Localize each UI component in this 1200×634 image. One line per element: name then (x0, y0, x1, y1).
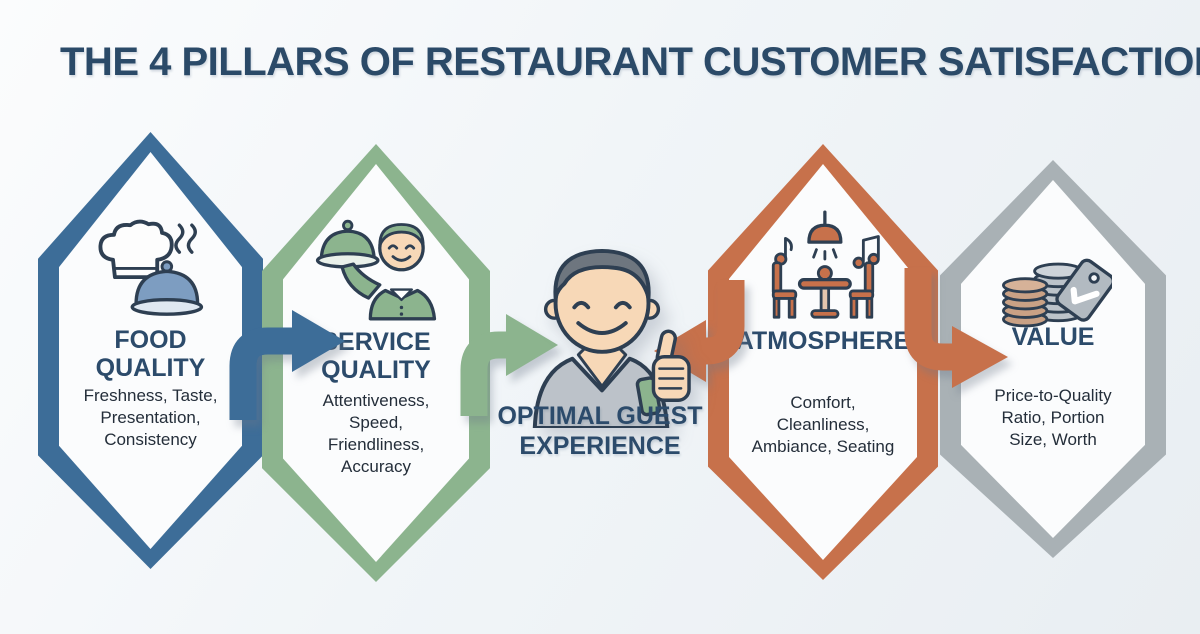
coins-price-tag-icon (940, 230, 1166, 334)
pillar-description: Price-to-Quality Ratio, Portion Size, Wo… (994, 386, 1112, 450)
pillar-description: Freshness, Taste, Presentation, Consiste… (83, 386, 218, 450)
guest-figure (515, 240, 693, 430)
pillar-food-quality: FOOD QUALITY Freshness, Taste, Presentat… (38, 132, 263, 569)
pillar-atmosphere: ATMOSPHERE Comfort, Cleanliness, Ambianc… (708, 144, 938, 580)
pillar-title: SERVICE QUALITY (321, 328, 431, 384)
waiter-serving-icon (262, 210, 490, 322)
pillar-title: FOOD QUALITY (95, 326, 206, 382)
pillar-title: ATMOSPHERE (735, 327, 911, 355)
center-label: OPTIMAL GUEST EXPERIENCE (497, 402, 703, 460)
page-title: THE 4 PILLARS OF RESTAURANT CUSTOMER SAT… (60, 40, 1200, 84)
dining-table-music-lamp-icon (708, 210, 938, 324)
pillar-description: Attentiveness, Speed, Friendliness, Accu… (322, 391, 430, 477)
pillar-value: VALUE Price-to-Quality Ratio, Portion Si… (940, 160, 1166, 558)
pillar-description: Comfort, Cleanliness, Ambiance, Seating (751, 393, 895, 457)
pillar-service-quality: SERVICE QUALITY Attentiveness, Speed, Fr… (262, 144, 490, 582)
pillar-title: VALUE (1011, 323, 1095, 351)
guest-thumbs-up-icon (532, 248, 691, 430)
chef-hat-steam-cloche-icon (38, 216, 263, 320)
